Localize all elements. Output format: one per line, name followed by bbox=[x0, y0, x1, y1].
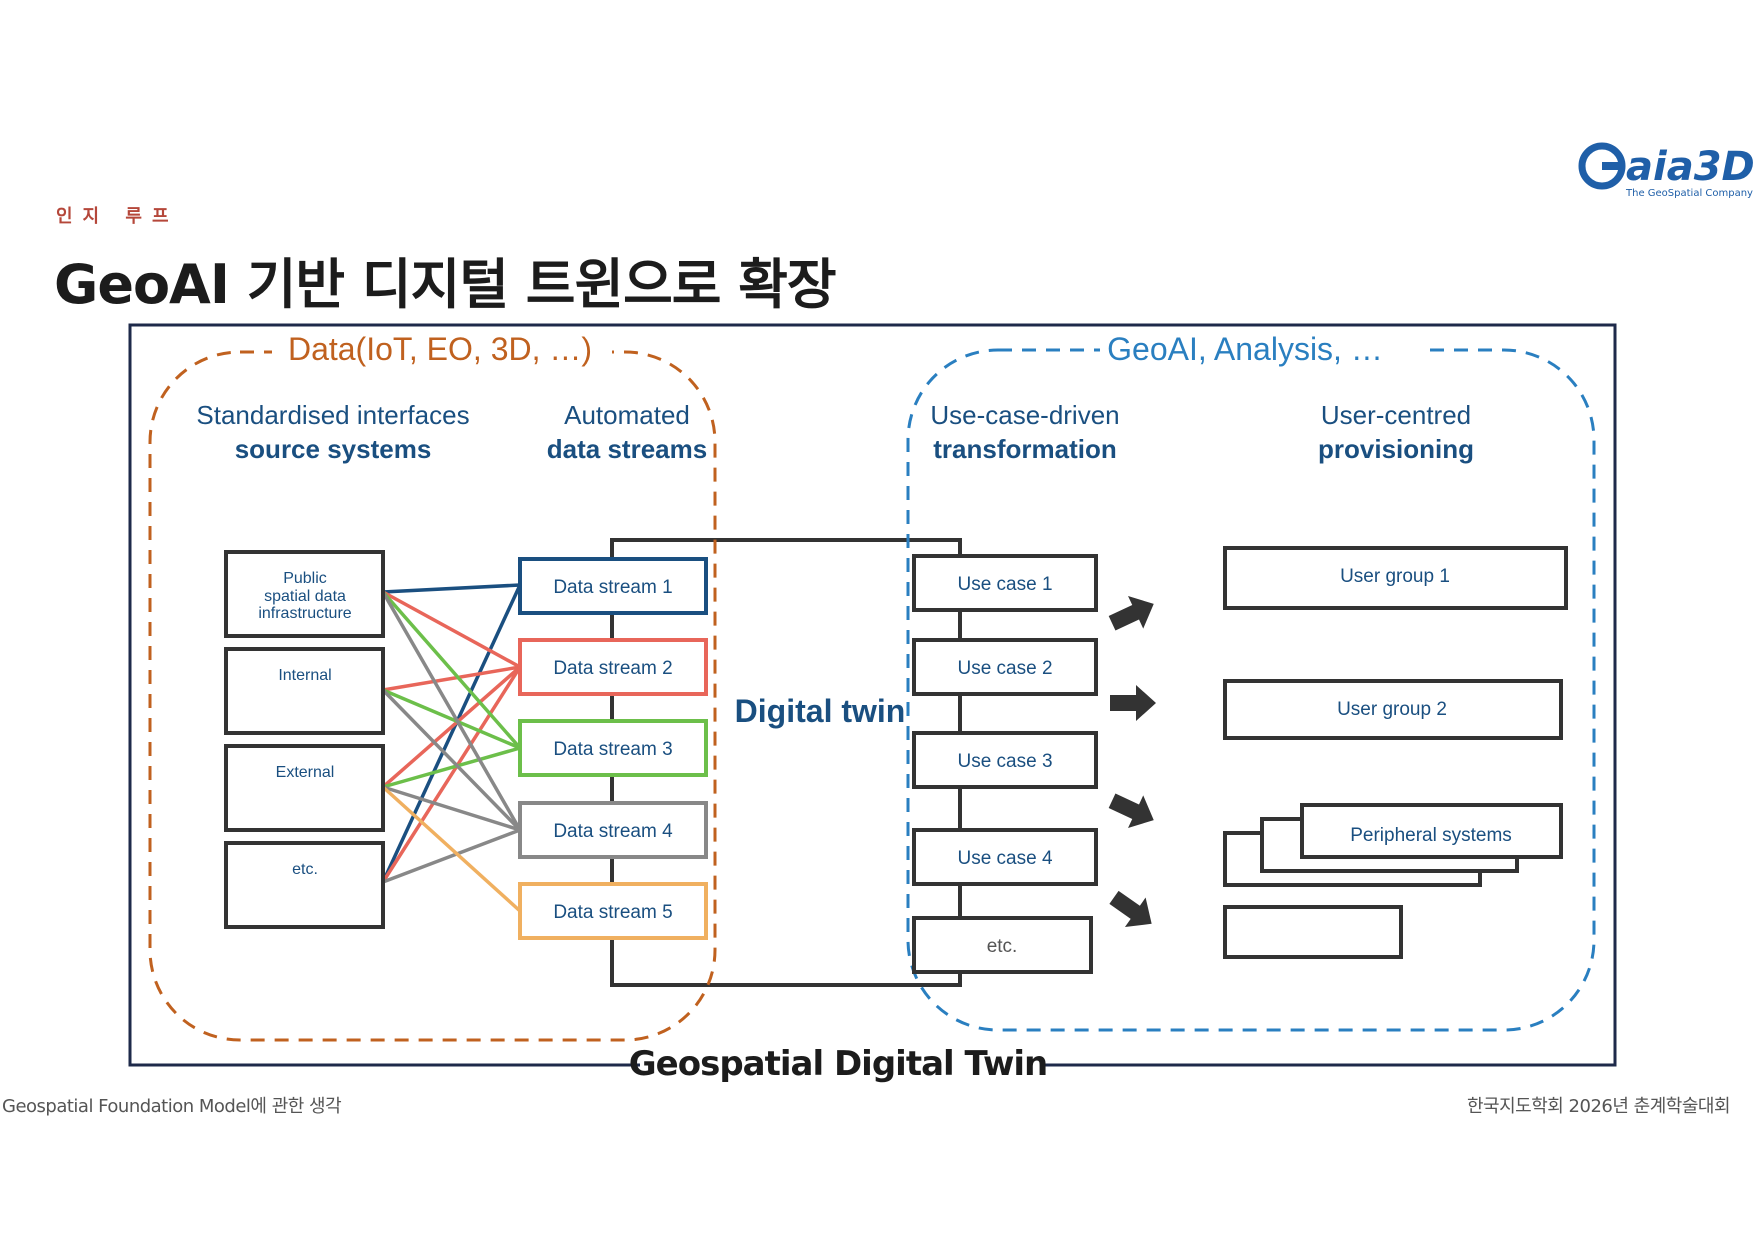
peripheral-systems-label: Peripheral systems bbox=[1350, 825, 1512, 846]
connector bbox=[382, 583, 521, 594]
arrow-icon bbox=[1108, 793, 1154, 829]
use-case-label-3: Use case 3 bbox=[957, 751, 1052, 772]
connector bbox=[381, 665, 522, 789]
peripheral-stack-front bbox=[1300, 803, 1563, 859]
connector bbox=[381, 688, 522, 832]
data-group-label-bg bbox=[272, 330, 612, 374]
source-public-line2: spatial data bbox=[264, 588, 346, 605]
connector bbox=[381, 591, 522, 831]
connector bbox=[381, 590, 522, 750]
arrow-icon bbox=[1108, 595, 1154, 631]
arrow-icon bbox=[1110, 685, 1156, 721]
source-box-external bbox=[224, 744, 385, 832]
col3-header-line1: Use-case-driven bbox=[930, 400, 1119, 430]
col1-header-line1: Standardised interfaces bbox=[196, 400, 469, 430]
data-stream-label-3: Data stream 3 bbox=[553, 739, 672, 760]
col1-header-line2: source systems bbox=[235, 434, 432, 464]
connector bbox=[381, 666, 522, 883]
source-public-line3: infrastructure bbox=[258, 605, 351, 622]
section-label: 인지 루프 bbox=[56, 206, 179, 227]
source-internal-label: Internal bbox=[278, 667, 331, 684]
col2-header-line1: Automated bbox=[564, 400, 690, 430]
connector bbox=[381, 785, 522, 913]
data-stream-box-3 bbox=[518, 719, 708, 777]
data-stream-label-1: Data stream 1 bbox=[553, 577, 672, 598]
connector bbox=[382, 590, 521, 669]
connection-lines bbox=[381, 583, 522, 913]
connector bbox=[382, 828, 521, 884]
source-etc-label: etc. bbox=[292, 861, 318, 878]
source-public-line1: Public bbox=[283, 570, 327, 587]
footer-right: 한국지도학회 2026년 춘계학술대회 bbox=[1466, 1096, 1731, 1117]
outer-label: Geospatial Digital Twin bbox=[629, 1044, 1047, 1084]
use-case-box-1 bbox=[912, 554, 1098, 612]
data-stream-label-4: Data stream 4 bbox=[553, 821, 673, 842]
use-case-box-2 bbox=[912, 638, 1098, 696]
use-case-label-etc: etc. bbox=[987, 936, 1018, 957]
data-stream-box-4 bbox=[518, 801, 708, 859]
arrow-icon bbox=[1109, 890, 1152, 928]
use-case-box-etc bbox=[912, 916, 1093, 974]
col4-header-line1: User-centred bbox=[1321, 400, 1471, 430]
digital-twin-label: Digital twin bbox=[735, 693, 906, 729]
gaia3d-logo: aia3D The GeoSpatial Company bbox=[1578, 140, 1755, 200]
use-case-label-4: Use case 4 bbox=[957, 848, 1052, 869]
connector bbox=[382, 785, 521, 832]
data-stream-label-2: Data stream 2 bbox=[553, 658, 672, 679]
col2-header-line2: data streams bbox=[547, 434, 707, 464]
logo-g-icon bbox=[1578, 142, 1626, 190]
data-group-label: Data(IoT, EO, 3D, …) bbox=[288, 331, 592, 367]
source-box-public bbox=[224, 550, 385, 638]
blank-provisioning-box bbox=[1223, 905, 1403, 959]
source-box-etc bbox=[224, 841, 385, 929]
geoai-group-label: GeoAI, Analysis, … bbox=[1107, 331, 1383, 367]
use-case-label-1: Use case 1 bbox=[957, 574, 1052, 595]
user-group-box-1 bbox=[1223, 546, 1568, 610]
user-group-label-2: User group 2 bbox=[1337, 699, 1447, 720]
col4-header-line2: provisioning bbox=[1318, 434, 1474, 464]
data-stream-box-2 bbox=[518, 638, 708, 696]
user-group-box-2 bbox=[1223, 679, 1563, 740]
connector bbox=[382, 688, 521, 750]
geoai-group-label-bg bbox=[1100, 330, 1420, 374]
data-stream-label-5: Data stream 5 bbox=[553, 902, 672, 923]
logo-wordmark: aia3D bbox=[1626, 144, 1755, 190]
page-title: GeoAI 기반 디지털 트윈으로 확장 bbox=[54, 253, 837, 316]
outer-label-bg bbox=[640, 1048, 1040, 1082]
connector bbox=[382, 746, 521, 789]
connector bbox=[381, 584, 522, 883]
source-external-label: External bbox=[276, 764, 335, 781]
source-box-internal bbox=[224, 647, 385, 735]
use-case-label-2: Use case 2 bbox=[957, 658, 1052, 679]
data-stream-box-5 bbox=[518, 882, 708, 940]
connector bbox=[382, 665, 521, 692]
footer-left: Geospatial Foundation Model에 관한 생각 bbox=[2, 1096, 342, 1117]
col3-header-line2: transformation bbox=[933, 434, 1116, 464]
logo-tagline: The GeoSpatial Company bbox=[1626, 188, 1753, 199]
use-case-box-4 bbox=[912, 828, 1098, 886]
data-stream-box-1 bbox=[518, 557, 708, 615]
user-group-label-1: User group 1 bbox=[1340, 566, 1450, 587]
use-case-box-3 bbox=[912, 731, 1098, 789]
